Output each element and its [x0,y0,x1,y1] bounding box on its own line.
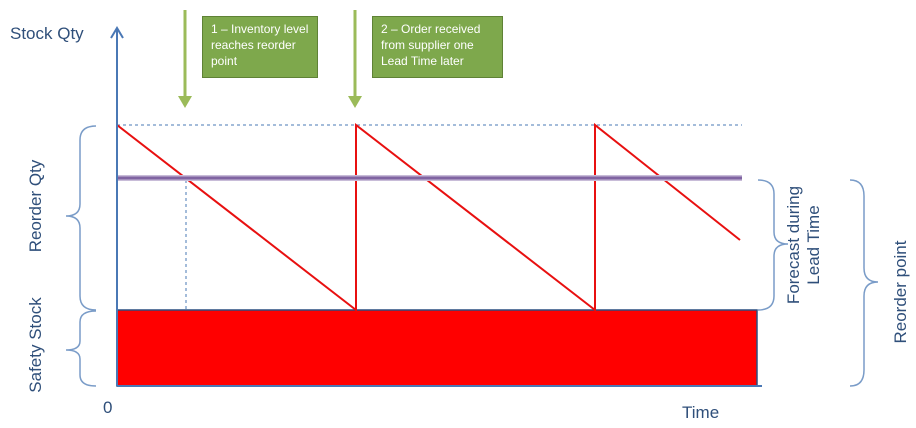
inventory-sawtooth-line [116,122,741,313]
forecast-brace-icon [757,179,789,311]
origin-label: 0 [103,398,113,417]
reorder-qty-label: Reorder Qty [26,159,45,253]
forecast-during-lead-time-label: Forecast during Lead Time [784,185,824,305]
reorder-qty-brace-icon [65,125,97,311]
safety-stock-label: Safety Stock [26,297,45,393]
down-arrow-icon-1 [178,10,192,108]
y-axis-label: Stock Qty [10,24,84,43]
reorder-point-brace-icon [849,179,879,387]
callout-order-received: 2 – Order received from supplier one Lea… [372,16,503,78]
forecast-label-line2: Lead Time [804,205,823,285]
safety-stock-block [116,309,758,387]
safety-stock-brace-icon [65,310,97,387]
down-arrow-icon-2 [348,10,362,108]
x-axis-label: Time [682,403,720,422]
reorder-point-label: Reorder point [891,240,910,344]
callout-reorder-point: 1 – Inventory level reaches reorder poin… [202,16,318,78]
forecast-label-line1: Forecast during [784,185,803,305]
y-axis-arrow-icon [110,26,124,39]
